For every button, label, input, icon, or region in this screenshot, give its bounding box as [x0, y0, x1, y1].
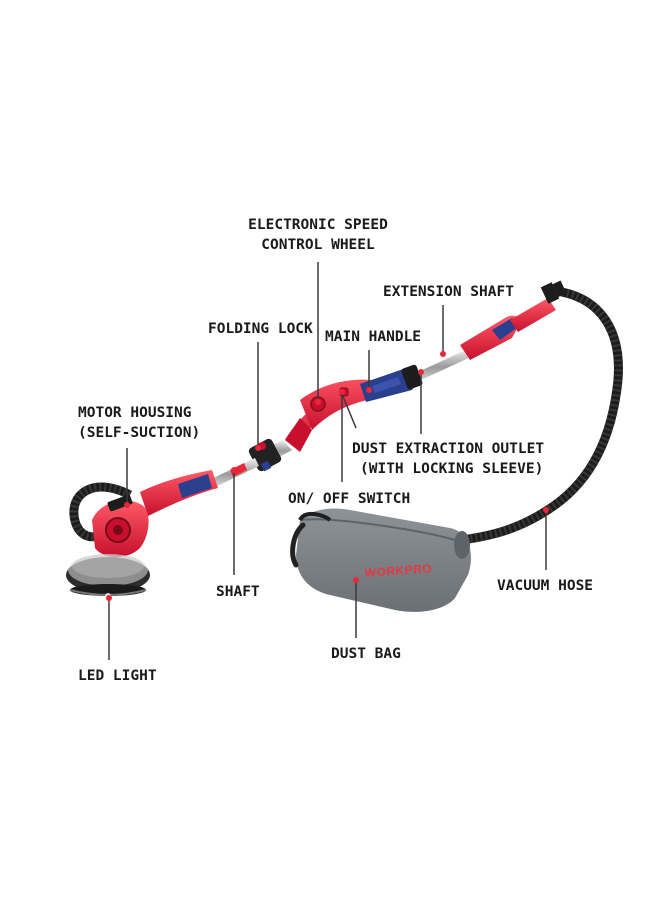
bag-brand-text: WORKPRO	[364, 561, 432, 580]
label-motor-housing-line2: (SELF-SUCTION)	[78, 425, 201, 441]
label-dust-outlet: DUST EXTRACTION OUTLET (WITH LOCKING SLE…	[352, 439, 544, 479]
label-motor-housing: MOTOR HOUSING (SELF-SUCTION)	[78, 403, 200, 443]
label-on-off-switch: ON/ OFF SWITCH	[288, 491, 411, 507]
label-dust-outlet-line2: (WITH LOCKING SLEEVE)	[360, 461, 544, 477]
label-main-handle: MAIN HANDLE	[325, 329, 422, 345]
extension-shaft	[405, 280, 567, 386]
label-speed-wheel-line1: ELECTRONIC SPEED	[248, 217, 388, 233]
label-shaft: SHAFT	[216, 584, 260, 600]
label-folding-lock: FOLDING LOCK	[208, 321, 313, 337]
label-speed-wheel-line2: CONTROL WHEEL	[261, 237, 375, 253]
label-speed-wheel: ELECTRONIC SPEED CONTROL WHEEL	[248, 215, 388, 255]
dust-bag: WORKPRO	[290, 508, 471, 612]
vacuum-hose	[457, 287, 623, 545]
motor-arm	[140, 470, 218, 516]
head-hose	[69, 482, 133, 542]
label-motor-housing-line1: MOTOR HOUSING	[78, 405, 192, 421]
motor-housing	[92, 494, 149, 557]
main-handle-assembly	[285, 364, 423, 452]
label-dust-outlet-line1: DUST EXTRACTION OUTLET	[352, 441, 545, 457]
sanding-pad	[66, 554, 150, 599]
leader-lines	[106, 262, 549, 660]
label-vacuum-hose: VACUUM HOSE	[497, 578, 594, 594]
label-dust-bag: DUST BAG	[331, 646, 401, 662]
label-led-light: LED LIGHT	[78, 668, 157, 684]
label-extension-shaft: EXTENSION SHAFT	[383, 284, 514, 300]
